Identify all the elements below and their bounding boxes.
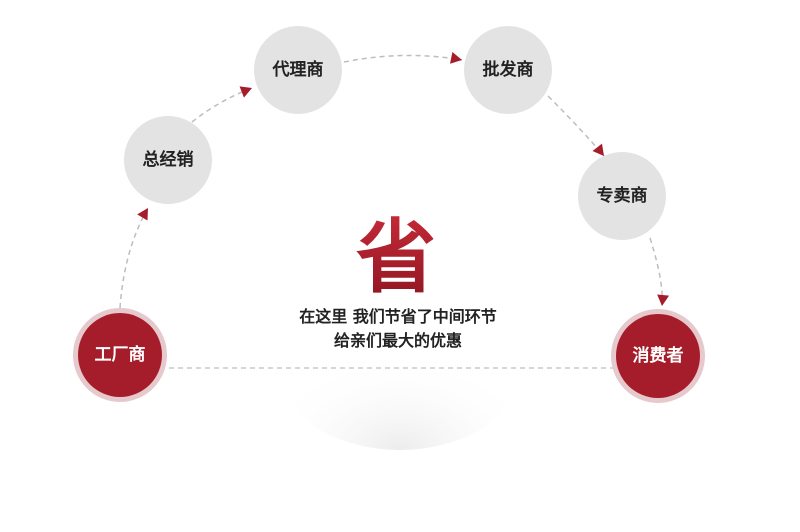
connector-line-4: [547, 95, 605, 157]
connector-line-1: [119, 207, 149, 309]
arrow-icon: [592, 143, 604, 156]
arrow-icon: [657, 294, 670, 306]
node-circle: [578, 152, 666, 240]
node-label: 工厂商: [95, 344, 146, 365]
node-distributor: 总经销: [124, 116, 212, 204]
node-label: 专卖商: [597, 185, 648, 206]
node-circle: [254, 26, 342, 114]
slogan-line-1: 在这里 我们节省了中间环节: [299, 307, 497, 326]
node-circle: [124, 116, 212, 204]
arrow-icon: [239, 86, 252, 98]
arrow-icon: [137, 208, 148, 221]
node-consumer: 消费者: [611, 309, 705, 403]
node-circle: [78, 313, 162, 397]
node-label: 代理商: [272, 59, 324, 80]
node-factory: 工厂商: [73, 308, 167, 402]
slogan-line-2: 给亲们最大的优惠: [334, 331, 462, 350]
node-agent: 代理商: [254, 26, 342, 114]
center-glow: [280, 290, 520, 450]
save-big-character: 省: [356, 211, 436, 304]
node-circle: [616, 314, 700, 398]
node-wholesaler: 批发商: [464, 26, 552, 114]
connector-line-3: [343, 54, 463, 63]
node-label: 消费者: [633, 345, 684, 366]
connector-group: [119, 51, 670, 309]
arrow-icon: [450, 51, 462, 64]
node-label: 总经销: [143, 149, 194, 170]
node-circle: [464, 26, 552, 114]
node-retailer: 专卖商: [578, 152, 666, 240]
node-label: 批发商: [483, 59, 534, 80]
